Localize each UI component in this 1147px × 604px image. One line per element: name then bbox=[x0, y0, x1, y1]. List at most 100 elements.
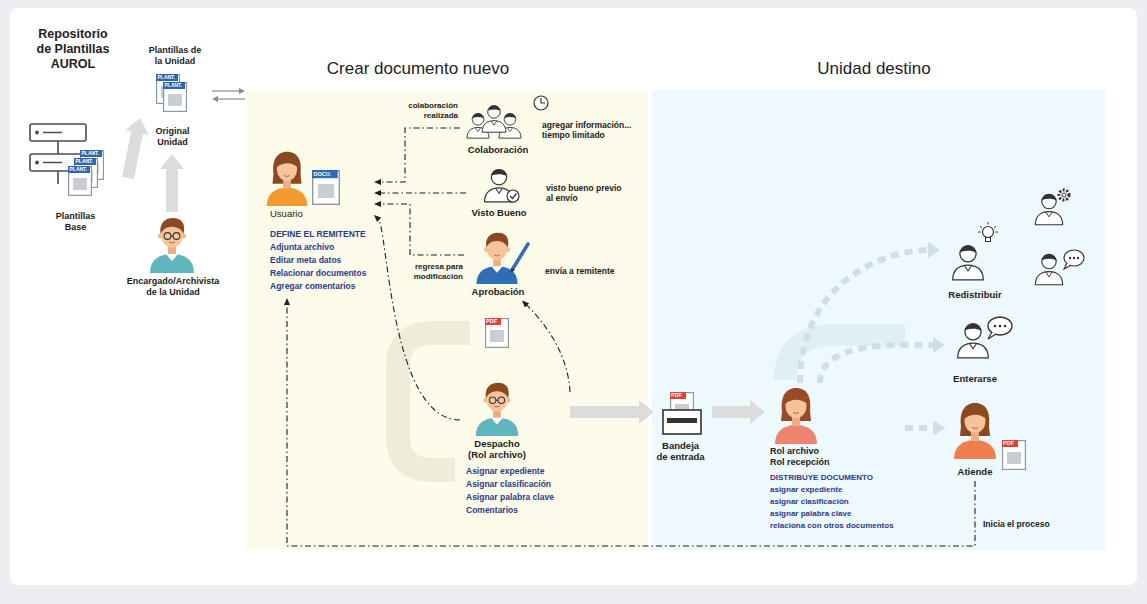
note-text: agregar información... tiempo limitado bbox=[542, 120, 637, 140]
connector bbox=[522, 300, 570, 392]
arrow-head bbox=[125, 118, 149, 135]
note-text: visto bueno previo al envío bbox=[546, 183, 626, 203]
node-caption: Enterarse bbox=[945, 373, 1005, 384]
arrow-head bbox=[933, 420, 945, 436]
tab-text: PDF bbox=[1003, 440, 1014, 447]
connector-line bbox=[820, 345, 935, 383]
node-caption: Aprobación bbox=[464, 286, 532, 297]
connector bbox=[125, 118, 149, 178]
connector-line bbox=[380, 128, 460, 182]
edge-label: Inicia el proceso bbox=[983, 519, 1050, 529]
node-item: asignar clasificación bbox=[770, 497, 849, 507]
node-caption: Colaboración bbox=[460, 144, 536, 155]
edge-label: colaboración realizada bbox=[398, 101, 458, 120]
arrow-head bbox=[160, 154, 184, 169]
arrow-head bbox=[933, 337, 945, 353]
band-heading: Crear documento nuevo bbox=[318, 59, 518, 79]
arrow-head bbox=[928, 242, 940, 258]
connector bbox=[374, 128, 460, 185]
node-caption: Visto Bueno bbox=[466, 207, 532, 218]
connector-line bbox=[287, 304, 975, 546]
tab-text: PLANT. bbox=[70, 166, 88, 173]
tab-text: PLANT. bbox=[158, 74, 176, 81]
node-caption: Plantillas de la Unidad bbox=[147, 45, 203, 67]
section-heading: Repositorio de Plantillas AUROL bbox=[33, 27, 113, 72]
node-caption: Usuario bbox=[270, 208, 303, 219]
actor-node: Redistribuir bbox=[940, 185, 1090, 303]
arrow-head bbox=[374, 201, 381, 207]
connector bbox=[160, 154, 184, 212]
note-text: envía a remitente bbox=[545, 266, 614, 276]
node-caption: Redistribuir bbox=[945, 289, 1005, 300]
node-caption: Plantillas Base bbox=[53, 211, 98, 233]
node-item: Asignar palabra clave bbox=[466, 492, 554, 502]
band-heading: Unidad destino bbox=[774, 59, 974, 79]
actor-node: Plantillas de la UnidadOriginal Unidad bbox=[140, 44, 212, 154]
actor-node: Aprobación bbox=[464, 228, 535, 300]
connector bbox=[374, 201, 464, 255]
node-caption: Atiende bbox=[945, 466, 1005, 477]
arrow-head bbox=[639, 400, 654, 424]
connector-line bbox=[378, 219, 460, 420]
edge-label: regresa para modificación bbox=[403, 262, 463, 281]
node-item: Asignar expediente bbox=[466, 466, 544, 476]
connector bbox=[712, 400, 765, 424]
tab-text: PDF bbox=[486, 318, 497, 325]
connector-line bbox=[800, 250, 930, 383]
node-item: Original Unidad bbox=[150, 126, 195, 148]
tab-text: PLANT. bbox=[165, 82, 183, 89]
node-item: Agregar comentarios bbox=[270, 281, 356, 291]
actor-node: Atiende bbox=[945, 396, 1030, 481]
node-caption: Rol archivo Rol recepción bbox=[770, 446, 832, 468]
node-item: Adjunta archivo bbox=[270, 242, 334, 252]
connector bbox=[800, 242, 940, 383]
arrow-head bbox=[374, 215, 381, 222]
connector-line bbox=[380, 204, 464, 255]
connector bbox=[570, 400, 654, 424]
connector-line bbox=[570, 406, 642, 418]
arrow-head bbox=[374, 190, 381, 196]
node-item: DISTRIBUYE DOCUMENTO bbox=[770, 473, 873, 483]
connector bbox=[284, 298, 975, 546]
node-caption: Despacho (Rol archivo) bbox=[466, 438, 528, 461]
connector-line bbox=[166, 166, 178, 212]
arrow-head bbox=[284, 298, 290, 305]
actor-node: Visto Bueno bbox=[466, 162, 535, 221]
tab-text: DOCU. bbox=[314, 170, 332, 178]
node-item: Editar meta datos bbox=[270, 255, 341, 265]
arrow-head bbox=[212, 96, 218, 102]
connector-line bbox=[380, 192, 466, 193]
actor-node: UsuarioDEFINE EL REMITENTE Adjunta archiv… bbox=[262, 148, 374, 298]
swimlane-band: Unidad destinoBandeja de entradaRol arch… bbox=[652, 90, 1105, 550]
arrow-head bbox=[750, 400, 765, 424]
actor-node: Rol archivo Rol recepciónDISTRIBUYE DOCU… bbox=[765, 383, 905, 538]
actor-node: Encargado/Archivista de la Unidad bbox=[115, 212, 233, 302]
connector-line bbox=[217, 98, 245, 99]
connector-line bbox=[526, 304, 570, 392]
connector bbox=[212, 88, 245, 102]
node-item: relaciona con otros documentos bbox=[770, 521, 894, 531]
tab-text: PLANT. bbox=[76, 158, 94, 165]
actor-node: Bandeja de entrada bbox=[654, 392, 712, 466]
arrow-head bbox=[522, 300, 529, 307]
arrow-head bbox=[374, 179, 381, 185]
node-item: asignar palabra clave bbox=[770, 509, 851, 519]
node-item: Relacionar documentos bbox=[270, 268, 366, 278]
node-item: asignar expediente bbox=[770, 485, 842, 495]
connector bbox=[820, 337, 945, 383]
actor-node: Colaboración bbox=[460, 98, 539, 158]
node-item: Asignar clasificación bbox=[466, 479, 551, 489]
connector-line bbox=[712, 406, 753, 418]
tab-text: PLANT. bbox=[82, 150, 100, 157]
actor-node: Enterarse bbox=[945, 310, 1008, 387]
arrow-head bbox=[239, 88, 245, 94]
actor-node: Despacho (Rol archivo) Asignar expediente… bbox=[460, 378, 570, 528]
node-item: DEFINE EL REMITENTE bbox=[270, 229, 366, 239]
node-item: Comentarios bbox=[466, 505, 518, 515]
connector bbox=[905, 420, 945, 436]
node-caption: Bandeja de entrada bbox=[656, 440, 705, 463]
connector-line bbox=[128, 130, 138, 178]
connector bbox=[374, 190, 466, 196]
actor-node: Plantillas Base bbox=[28, 118, 128, 238]
